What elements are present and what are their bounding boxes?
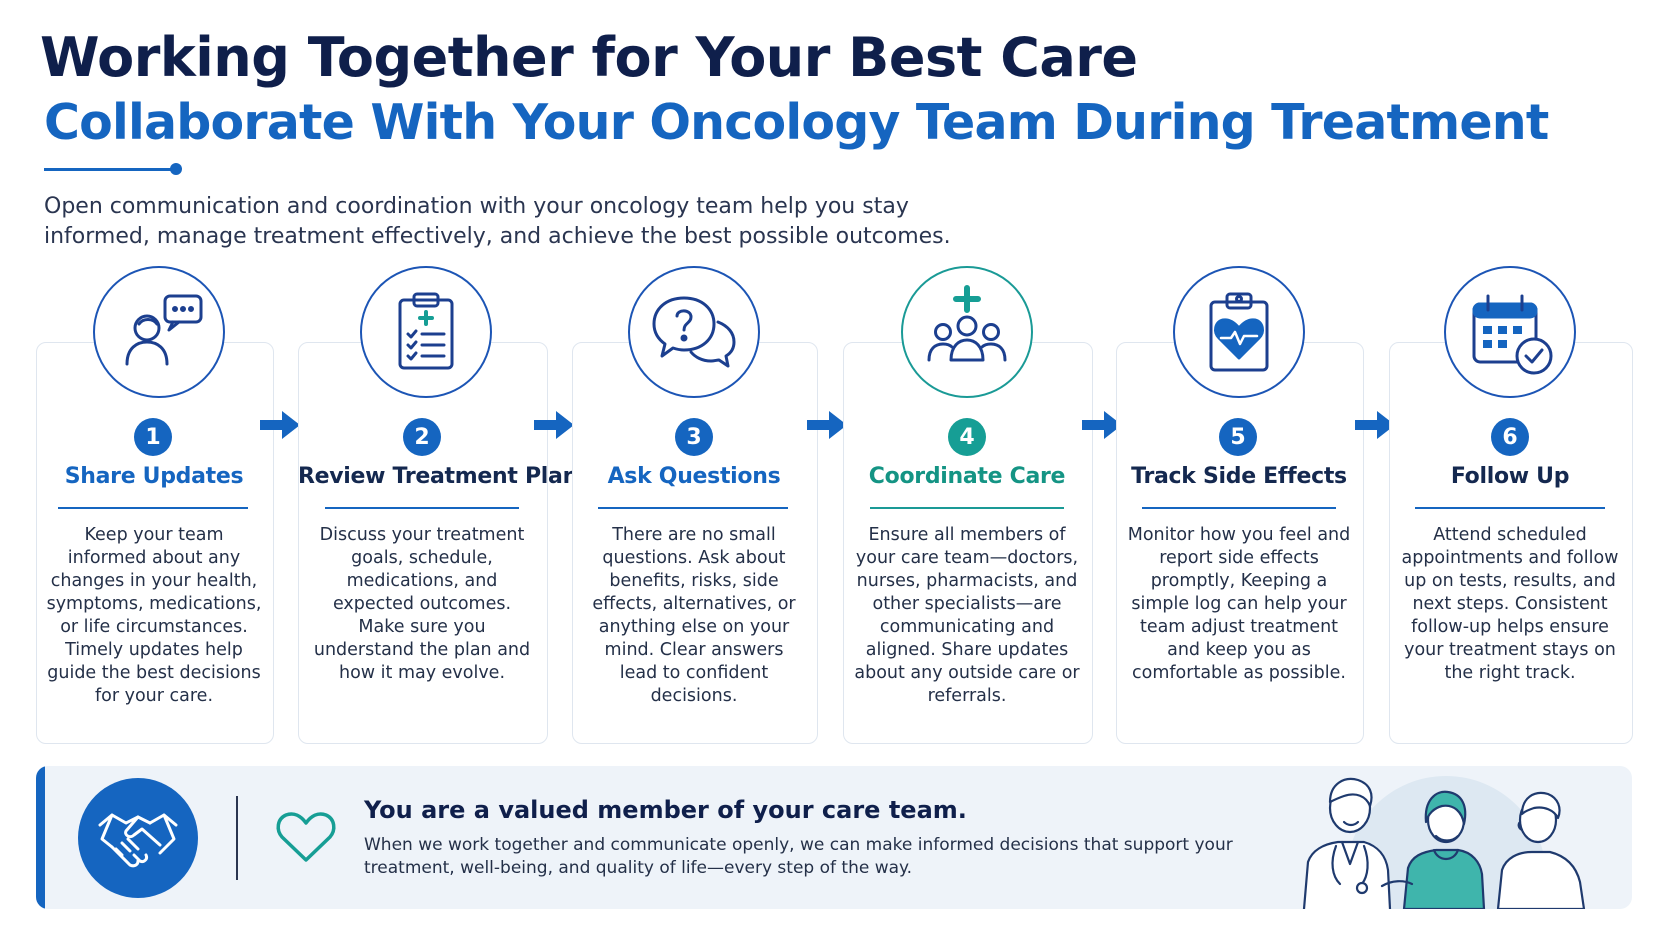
footer-banner: You are a valued member of your care tea… <box>36 766 1632 909</box>
arrow-right-icon <box>807 411 847 439</box>
accent-dot <box>170 163 182 175</box>
heart-clipboard-icon <box>1173 266 1305 398</box>
step-title: Share Updates <box>64 464 244 489</box>
footer-heading: You are a valued member of your care tea… <box>364 796 967 824</box>
step-card-review-treatment-plan <box>298 342 548 744</box>
step-title: Track Side Effects <box>1131 464 1347 489</box>
step-description: Keep your team informed about any change… <box>46 525 262 706</box>
step-number-badge: 5 <box>1219 418 1257 456</box>
arrow-right-icon <box>260 411 300 439</box>
step-card-ask-questions <box>572 342 818 744</box>
step-rule <box>325 507 519 509</box>
step-card-follow-up <box>1389 342 1633 744</box>
step-number-badge: 2 <box>403 418 441 456</box>
step-number-badge: 1 <box>134 418 172 456</box>
care-team-illustration <box>1302 776 1586 909</box>
step-rule <box>870 507 1064 509</box>
person-chat-icon <box>93 266 225 398</box>
step-title: Review Treatment Plan <box>298 464 578 489</box>
step-rule <box>58 507 248 509</box>
step-description: There are no small questions. Ask about … <box>592 525 796 706</box>
page-subtitle: Collaborate With Your Oncology Team Duri… <box>44 94 1549 151</box>
question-bubbles-icon <box>628 266 760 398</box>
step-description: Ensure all members of your care team—doc… <box>854 525 1080 706</box>
step-card-track-side-effects <box>1116 342 1364 744</box>
step-description: Monitor how you feel and report side eff… <box>1127 525 1351 683</box>
step-rule <box>598 507 788 509</box>
accent-line <box>44 168 174 171</box>
footer-accent-bar <box>36 766 45 909</box>
step-card-coordinate-care <box>843 342 1093 744</box>
arrow-right-icon <box>534 411 574 439</box>
intro-text: Open communication and coordination with… <box>44 194 951 249</box>
footer-divider <box>236 796 238 880</box>
step-title: Follow Up <box>1450 464 1570 489</box>
heart-outline-icon <box>276 812 336 862</box>
step-number-badge: 3 <box>675 418 713 456</box>
step-title: Coordinate Care <box>868 464 1066 489</box>
care-team-icon <box>901 266 1033 398</box>
step-description: Discuss your treatment goals, schedule, … <box>313 525 531 683</box>
step-rule <box>1142 507 1336 509</box>
page-title: Working Together for Your Best Care <box>40 26 1138 89</box>
footer-text: When we work together and communicate op… <box>364 835 1233 878</box>
arrow-right-icon <box>1355 411 1395 439</box>
arrow-right-icon <box>1082 411 1122 439</box>
step-number-badge: 6 <box>1491 418 1529 456</box>
step-card-share-updates <box>36 342 274 744</box>
handshake-icon <box>78 778 198 898</box>
step-rule <box>1415 507 1605 509</box>
calendar-check-icon <box>1444 266 1576 398</box>
step-description: Attend scheduled appointments and follow… <box>1401 525 1619 683</box>
step-title: Ask Questions <box>607 464 781 489</box>
step-number-badge: 4 <box>948 418 986 456</box>
clipboard-checklist-icon <box>360 266 492 398</box>
